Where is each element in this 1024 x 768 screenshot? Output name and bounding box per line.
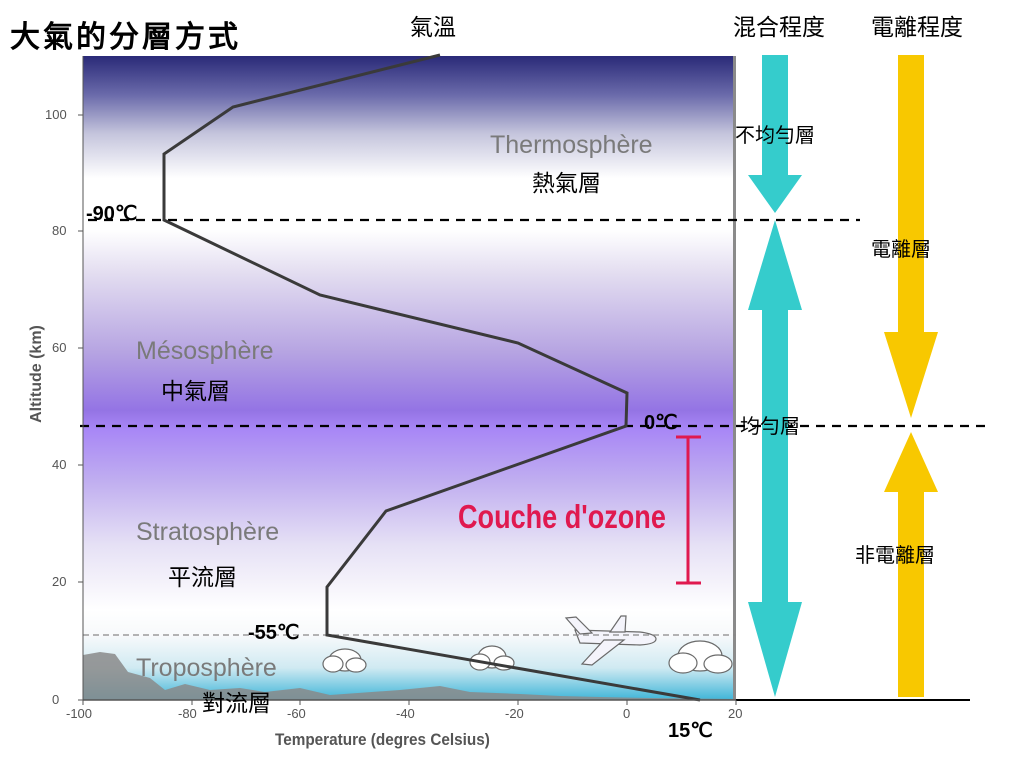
- cloud-icon: [322, 648, 367, 673]
- stratosphere-zh-label: 平流層: [168, 565, 237, 591]
- arrow-down-icon: [884, 55, 938, 418]
- mesosphere-zh-label: 中氣層: [161, 379, 230, 405]
- surface-temp-label: 15℃: [668, 720, 713, 742]
- airplane-icon: [564, 615, 657, 666]
- x-tick: -80: [178, 706, 197, 721]
- ionization-arrows: [884, 55, 938, 697]
- y-tick: 20: [52, 574, 67, 589]
- thermosphere-fr-label: Thermosphère: [490, 131, 653, 159]
- x-axis-label: Temperature (degres Celsius): [275, 730, 490, 749]
- thermosphere-zh-label: 熱氣層: [532, 171, 601, 197]
- stratopause-temp-label: 0℃: [644, 412, 678, 434]
- x-tick: -40: [396, 706, 415, 721]
- x-tick: 20: [728, 706, 743, 721]
- y-tick: 100: [45, 107, 67, 122]
- x-tick: -20: [505, 706, 524, 721]
- homosphere-label: 均勻層: [740, 414, 800, 438]
- y-tick: 40: [52, 457, 67, 472]
- arrow-up-icon: [884, 432, 938, 697]
- heterosphere-label: 不均勻層: [735, 123, 815, 147]
- atmosphere-gradient-panel: [83, 56, 736, 700]
- page-title: 大氣的分層方式: [10, 20, 241, 55]
- mixing-header: 混合程度: [733, 15, 825, 41]
- x-tick: -100: [66, 706, 93, 721]
- mountain-icon: [83, 652, 736, 700]
- x-tick: 0: [623, 706, 631, 721]
- ionization-header: 電離程度: [871, 15, 963, 41]
- temperature-header: 氣溫: [410, 15, 456, 41]
- tropopause-temp-label: -55℃: [248, 622, 300, 644]
- x-tick: -60: [287, 706, 306, 721]
- mesopause-temp-label: -90℃: [86, 203, 138, 225]
- ozone-label: Couche d'ozone: [458, 498, 666, 535]
- y-axis-label: Altitude (km): [28, 325, 45, 423]
- ozone-range-marker: [676, 435, 701, 585]
- troposphere-fr-label: Troposphère: [136, 654, 277, 682]
- double-arrow-icon: [748, 220, 802, 697]
- stratosphere-fr-label: Stratosphère: [136, 518, 280, 546]
- neutrosphere-label: 非電離層: [855, 543, 935, 567]
- y-tick: 0: [52, 692, 60, 707]
- temperature-profile-line: [162, 53, 701, 702]
- mesosphere-fr-label: Mésosphère: [136, 337, 274, 365]
- y-tick: 80: [52, 223, 67, 238]
- mixing-arrows: [748, 55, 802, 697]
- troposphere-zh-label: 對流層: [202, 691, 271, 717]
- arrow-down-icon: [748, 55, 802, 213]
- ionosphere-label: 電離層: [871, 237, 931, 261]
- y-tick: 60: [52, 340, 67, 355]
- cloud-icon: [668, 640, 733, 674]
